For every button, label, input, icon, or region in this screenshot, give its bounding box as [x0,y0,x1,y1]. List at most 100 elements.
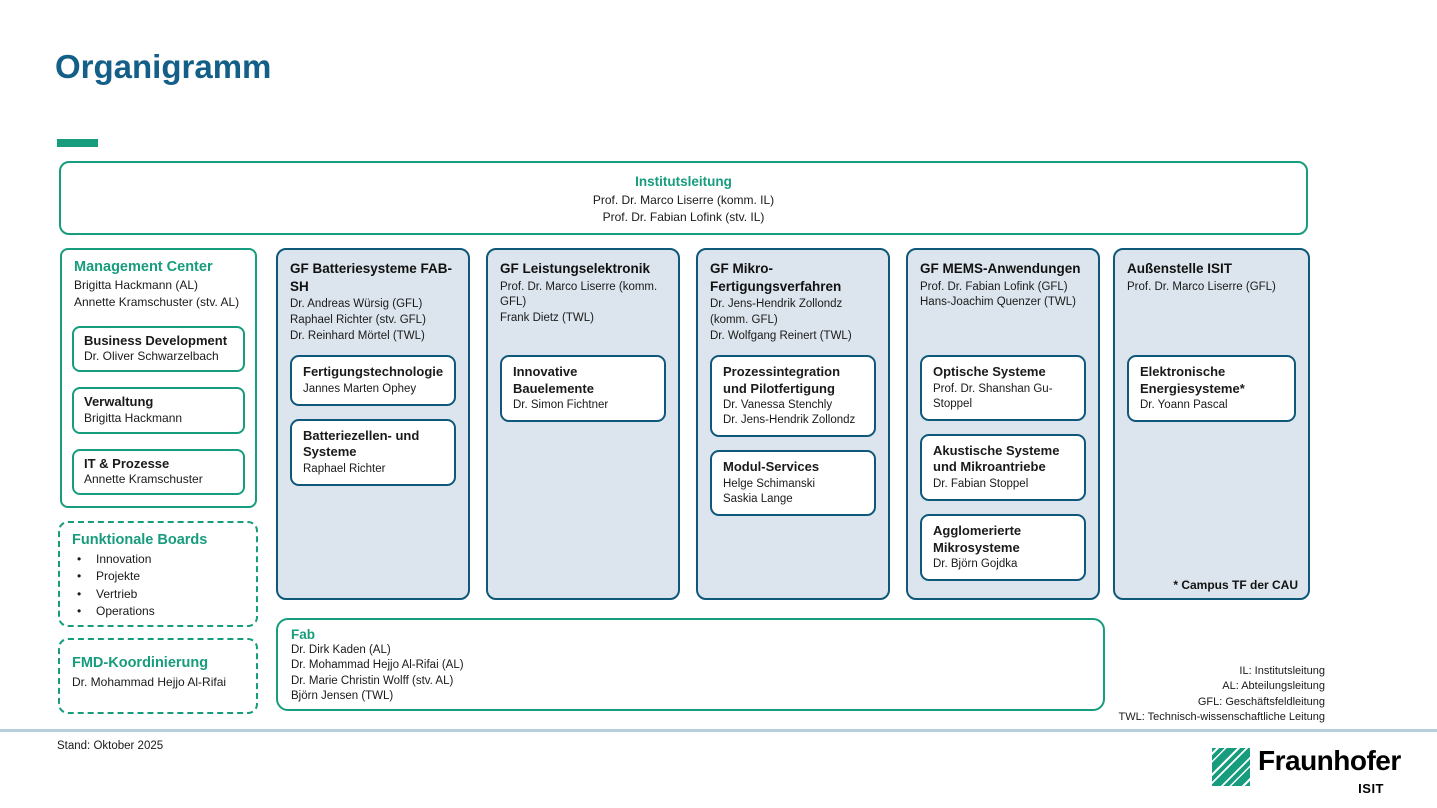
department-title: Optische Systeme [933,364,1046,379]
department-box-modul-services: Modul-Services Helge Schimanski Saskia L… [710,450,876,517]
page-title: Organigramm [55,48,272,85]
department-person: Jannes Marten Ophey [303,382,417,395]
business-unit-lead: Hans-Joachim Quenzer (TWL) [920,296,1076,309]
department-person: Dr. Vanessa Stenchly [723,399,833,411]
department-person: Dr. Fabian Stoppel [933,477,1029,490]
department-person: Dr. Björn Gojdka [933,558,1018,571]
board-item: Operations [72,603,244,621]
institutsleitung-person: Prof. Dr. Fabian Lofink (stv. IL) [602,209,765,224]
footer-divider [0,729,1437,732]
funktionale-boards-box: Funktionale Boards Innovation Projekte V… [58,521,258,627]
fab-person: Dr. Dirk Kaden (AL) [291,644,391,656]
business-unit-title: GF MEMS-Anwendungen [920,261,1081,276]
department-title: Verwaltung [84,394,154,410]
department-title: Business Development [84,332,228,348]
funktionale-boards-title: Funktionale Boards [72,532,208,548]
fmd-koordinierung-person: Dr. Mohammad Hejjo Al-Rifai [72,675,227,689]
management-center-person: Brigitta Hackmann (AL) [74,278,199,292]
legend-line: AL: Abteilungsleitung [1222,680,1325,693]
business-unit-lead: Dr. Reinhard Mörtel (TWL) [290,329,425,342]
business-unit-lead: Dr. Wolfgang Reinert (TWL) [710,329,852,342]
business-unit-title: GF Batteriesysteme FAB-SH [290,261,453,294]
department-title: Agglomerierte Mikrosysteme [933,523,1022,555]
legend-line: IL: Institutsleitung [1239,665,1325,677]
business-unit-lead: Dr. Andreas Würsig (GFL) [290,298,423,311]
business-unit-lead: Raphael Richter (stv. GFL) [290,313,426,326]
business-unit-title: GF Mikro-Fertigungsverfahren [710,261,842,294]
business-unit-lead: Prof. Dr. Marco Liserre (GFL) [1127,280,1276,293]
department-title: Innovative Bauelemente [513,364,594,396]
fraunhofer-logo-icon [1212,748,1250,786]
business-unit-header: GF MEMS-Anwendungen Prof. Dr. Fabian Lof… [920,260,1086,355]
department-person: Dr. Simon Fichtner [513,399,609,411]
department-title: Prozessintegration und Pilotfertigung [723,364,841,396]
business-unit-header: GF Batteriesysteme FAB-SH Dr. Andreas Wü… [290,260,456,355]
business-unit-mikro-fertigungsverfahren: GF Mikro-Fertigungsverfahren Dr. Jens-He… [696,248,890,600]
legend-line: GFL: Geschäftsfeldleitung [1197,695,1325,708]
fraunhofer-logo-institute: ISIT [1358,781,1384,796]
institutsleitung-person: Prof. Dr. Marco Liserre (komm. IL) [592,193,775,207]
department-box-business-development: Business Development Dr. Oliver Schwarze… [72,325,245,373]
management-center-title: Management Center [74,259,213,275]
department-person: Dr. Yoann Pascal [1140,399,1228,411]
department-box-akustische-systeme: Akustische Systeme und Mikroantriebe Dr.… [920,433,1086,502]
department-box-agglomerierte-mikrosysteme: Agglomerierte Mikrosysteme Dr. Björn Goj… [920,514,1086,582]
fab-person: Björn Jensen (TWL) [291,689,394,702]
department-person: Dr. Jens-Hendrik Zollondz [723,414,856,427]
management-center-box: Management Center Brigitta Hackmann (AL)… [60,248,257,508]
department-box-batteriezellen: Batteriezellen- und Systeme Raphael Rich… [290,418,456,486]
fraunhofer-logo: Fraunhofer ISIT [1212,745,1412,800]
board-item: Innovation [72,551,244,569]
department-person: Helge Schimanski [723,477,816,490]
department-box-verwaltung: Verwaltung Brigitta Hackmann [72,387,245,434]
board-item: Projekte [72,568,244,586]
board-item: Vertrieb [72,586,244,604]
abbreviation-legend: IL: Institutsleitung AL: Abteilungsleitu… [1119,664,1325,726]
fraunhofer-logo-wordmark: Fraunhofer [1258,745,1401,776]
department-box-innovative-bauelemente: Innovative Bauelemente Dr. Simon Fichtne… [500,355,666,423]
fab-person: Dr. Marie Christin Wolff (stv. AL) [291,674,454,687]
department-title: Modul-Services [723,459,820,475]
business-unit-header: GF Mikro-Fertigungsverfahren Dr. Jens-He… [710,260,876,355]
accent-bar [57,139,98,147]
legend-line: TWL: Technisch-wissenschaftliche Leitung [1118,711,1325,724]
management-center-person: Annette Kramschuster (stv. AL) [74,294,240,309]
department-box-elektronische-energiesysteme: Elektronische Energiesysteme* Dr. Yoann … [1127,355,1296,423]
date-stamp: Stand: Oktober 2025 [57,740,164,752]
department-box-optische-systeme: Optische Systeme Prof. Dr. Shanshan Gu-S… [920,355,1086,421]
department-person: Prof. Dr. Shanshan Gu-Stoppel [933,382,1053,410]
business-unit-header: GF Leistungselektronik Prof. Dr. Marco L… [500,260,666,355]
department-person: Saskia Lange [723,493,793,506]
fab-title: Fab [291,627,316,642]
department-person: Dr. Oliver Schwarzelbach [84,349,219,364]
institutsleitung-title: Institutsleitung [635,174,732,189]
department-person: Annette Kramschuster [84,472,203,487]
business-unit-lead: Prof. Dr. Marco Liserre (komm. GFL) [500,280,658,309]
department-box-fertigungstechnologie: Fertigungstechnologie Jannes Marten Ophe… [290,355,456,406]
institutsleitung-box: Institutsleitung Prof. Dr. Marco Liserre… [59,161,1308,235]
department-title: Fertigungstechnologie [303,364,444,379]
fmd-koordinierung-title: FMD-Koordinierung [72,655,209,671]
business-unit-leistungselektronik: GF Leistungselektronik Prof. Dr. Marco L… [486,248,680,600]
department-title: Elektronische Energiesysteme* [1140,364,1245,396]
department-person: Raphael Richter [303,462,386,475]
campus-footnote: * Campus TF der CAU [1173,578,1298,592]
business-unit-lead: Dr. Jens-Hendrik Zollondz (komm. GFL) [710,298,843,326]
department-title: IT & Prozesse [84,455,170,471]
department-person: Brigitta Hackmann [84,410,183,425]
fmd-koordinierung-box: FMD-Koordinierung Dr. Mohammad Hejjo Al-… [58,638,258,714]
department-box-it-prozesse: IT & Prozesse Annette Kramschuster [72,448,245,496]
department-title: Akustische Systeme und Mikroantriebe [933,442,1060,475]
fab-box: Fab Dr. Dirk Kaden (AL) Dr. Mohammad Hej… [276,618,1105,711]
business-unit-header: Außenstelle ISIT Prof. Dr. Marco Liserre… [1127,260,1296,355]
business-unit-aussenstelle-isit: Außenstelle ISIT Prof. Dr. Marco Liserre… [1113,248,1310,600]
department-box-prozessintegration: Prozessintegration und Pilotfertigung Dr… [710,355,876,438]
business-unit-title: GF Leistungselektronik [500,261,651,276]
business-unit-mems-anwendungen: GF MEMS-Anwendungen Prof. Dr. Fabian Lof… [906,248,1100,600]
fab-person: Dr. Mohammad Hejjo Al-Rifai (AL) [291,659,464,672]
department-title: Batteriezellen- und Systeme [303,427,420,460]
business-unit-title: Außenstelle ISIT [1127,261,1233,276]
business-unit-batteriesysteme: GF Batteriesysteme FAB-SH Dr. Andreas Wü… [276,248,470,600]
business-unit-lead: Prof. Dr. Fabian Lofink (GFL) [920,280,1068,293]
business-unit-lead: Frank Dietz (TWL) [500,312,594,325]
